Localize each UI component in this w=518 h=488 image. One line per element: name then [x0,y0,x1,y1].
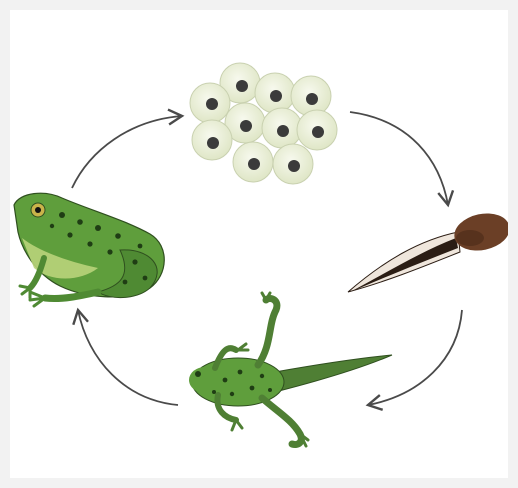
egg [190,83,230,123]
arrow-froglet-to-frog [78,310,178,405]
egg [291,76,331,116]
egg-mass-icon [190,63,337,184]
egg [192,120,232,160]
egg [297,110,337,150]
froglet-icon [189,293,392,446]
egg [233,142,273,182]
froglet-tail [275,355,392,392]
arrow-eggs-to-tadpole [350,112,448,205]
egg [262,108,302,148]
tadpole-icon [348,209,513,292]
arrow-frog-to-eggs [72,116,182,188]
egg [273,144,313,184]
tadpole-head [451,209,513,256]
adult-frog-icon [14,193,164,306]
tadpole-tail [348,232,460,292]
egg [255,73,295,113]
tadpole-tail-core [350,238,458,292]
